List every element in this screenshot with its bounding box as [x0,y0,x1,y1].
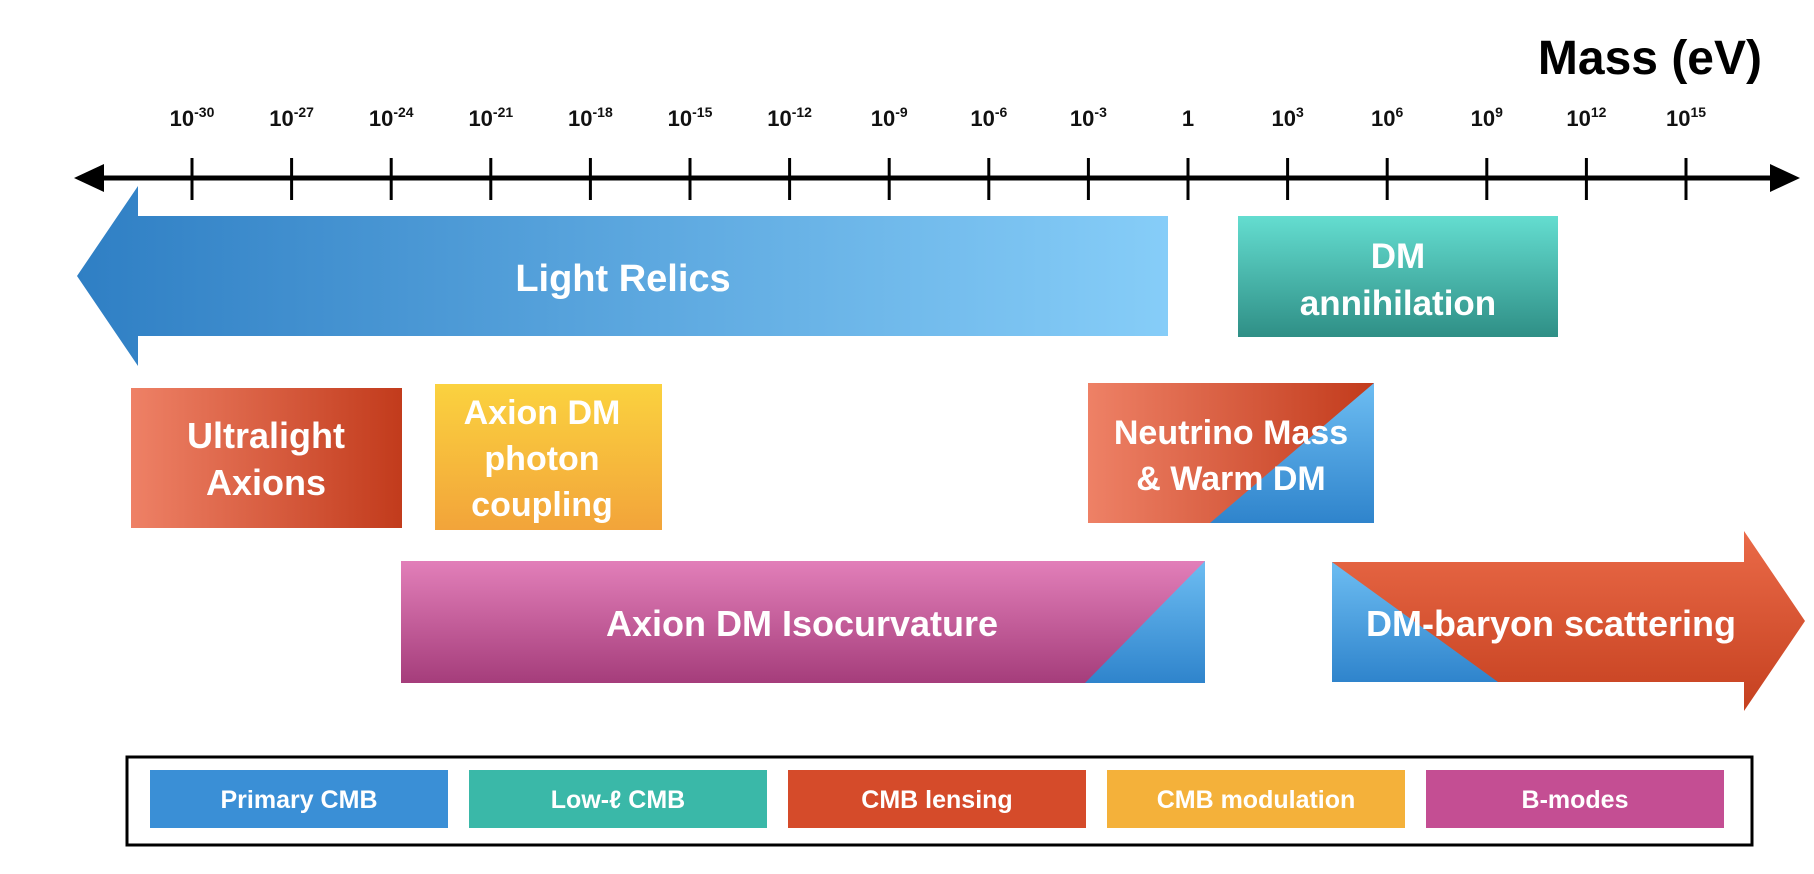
axion-photon-label-line-1: Axion DM [464,394,621,432]
neutrino-mass-label-line-1: Neutrino Mass [1114,414,1348,452]
dm-baryon-scattering-region: DM-baryon scattering [1332,531,1805,711]
axion-isocurvature-label: Axion DM Isocurvature [606,603,998,644]
axis-tick-label: 10-24 [369,104,414,131]
axis-tick-label: 1015 [1666,104,1706,131]
light-relics-label: Light Relics [515,258,730,300]
axis-tick-label: 1012 [1566,104,1606,131]
axis-tick-label: 10-18 [568,104,613,131]
legend-swatch [1426,770,1724,828]
legend-swatch [788,770,1086,828]
dm-annihilation-label-line-2: annihilation [1300,284,1496,323]
axion-photon-coupling-region: Axion DM photon coupling [435,384,662,530]
axis-tick-label: 10-6 [970,104,1007,131]
dm-annihilation-label-line-1: DM [1371,237,1425,276]
axis-tick-label: 1 [1182,106,1194,131]
legend-label: CMB lensing [861,786,1012,814]
neutrino-mass-label-line-2: & Warm DM [1136,460,1326,498]
legend-label: CMB modulation [1157,786,1356,814]
axion-photon-label-line-2: photon [484,440,599,478]
axis-tick-label: 10-30 [170,104,215,131]
axis-tick-label: 10-9 [871,104,908,131]
axis-tick-label: 106 [1371,104,1403,131]
ultralight-axions-label-line-1: Ultralight [187,415,345,456]
axis-title: Mass (eV) [1538,32,1762,85]
legend-swatch [1107,770,1405,828]
dm-baryon-scattering-label: DM-baryon scattering [1366,603,1736,644]
axis-tick-label: 10-12 [767,104,812,131]
axis-tick-label: 103 [1271,104,1303,131]
dm-annihilation-region: DM annihilation [1238,216,1558,337]
light-relics-region: Light Relics [77,186,1168,366]
mass-axis: 10-30 10-27 10-24 10-21 10-18 10-15 10-12 10-9 1… [74,104,1800,200]
neutrino-mass-region: Neutrino Mass & Warm DM [1088,383,1374,523]
axis-right-arrow [1770,164,1800,192]
axis-tick-label: 10-21 [468,104,513,131]
axion-photon-label-line-3: coupling [471,486,613,524]
axis-tick-label: 109 [1471,104,1503,131]
legend: Primary CMB Low-ℓ CMB CMB lensing CMB modul… [125,755,1754,847]
axis-tick-label: 10-3 [1070,104,1107,131]
axis-tick-label: 10-15 [668,104,713,131]
ultralight-axions-label-line-2: Axions [206,462,326,503]
legend-label: Low-ℓ CMB [551,786,685,814]
legend-swatch [469,770,767,828]
ultralight-axions-region: Ultralight Axions [131,388,402,528]
axis-left-arrow [74,164,104,192]
legend-label: B-modes [1522,786,1629,814]
axis-tick-label: 10-27 [269,104,314,131]
legend-label: Primary CMB [221,786,378,814]
axion-isocurvature-region: Axion DM Isocurvature [401,561,1205,683]
legend-swatch [150,770,448,828]
